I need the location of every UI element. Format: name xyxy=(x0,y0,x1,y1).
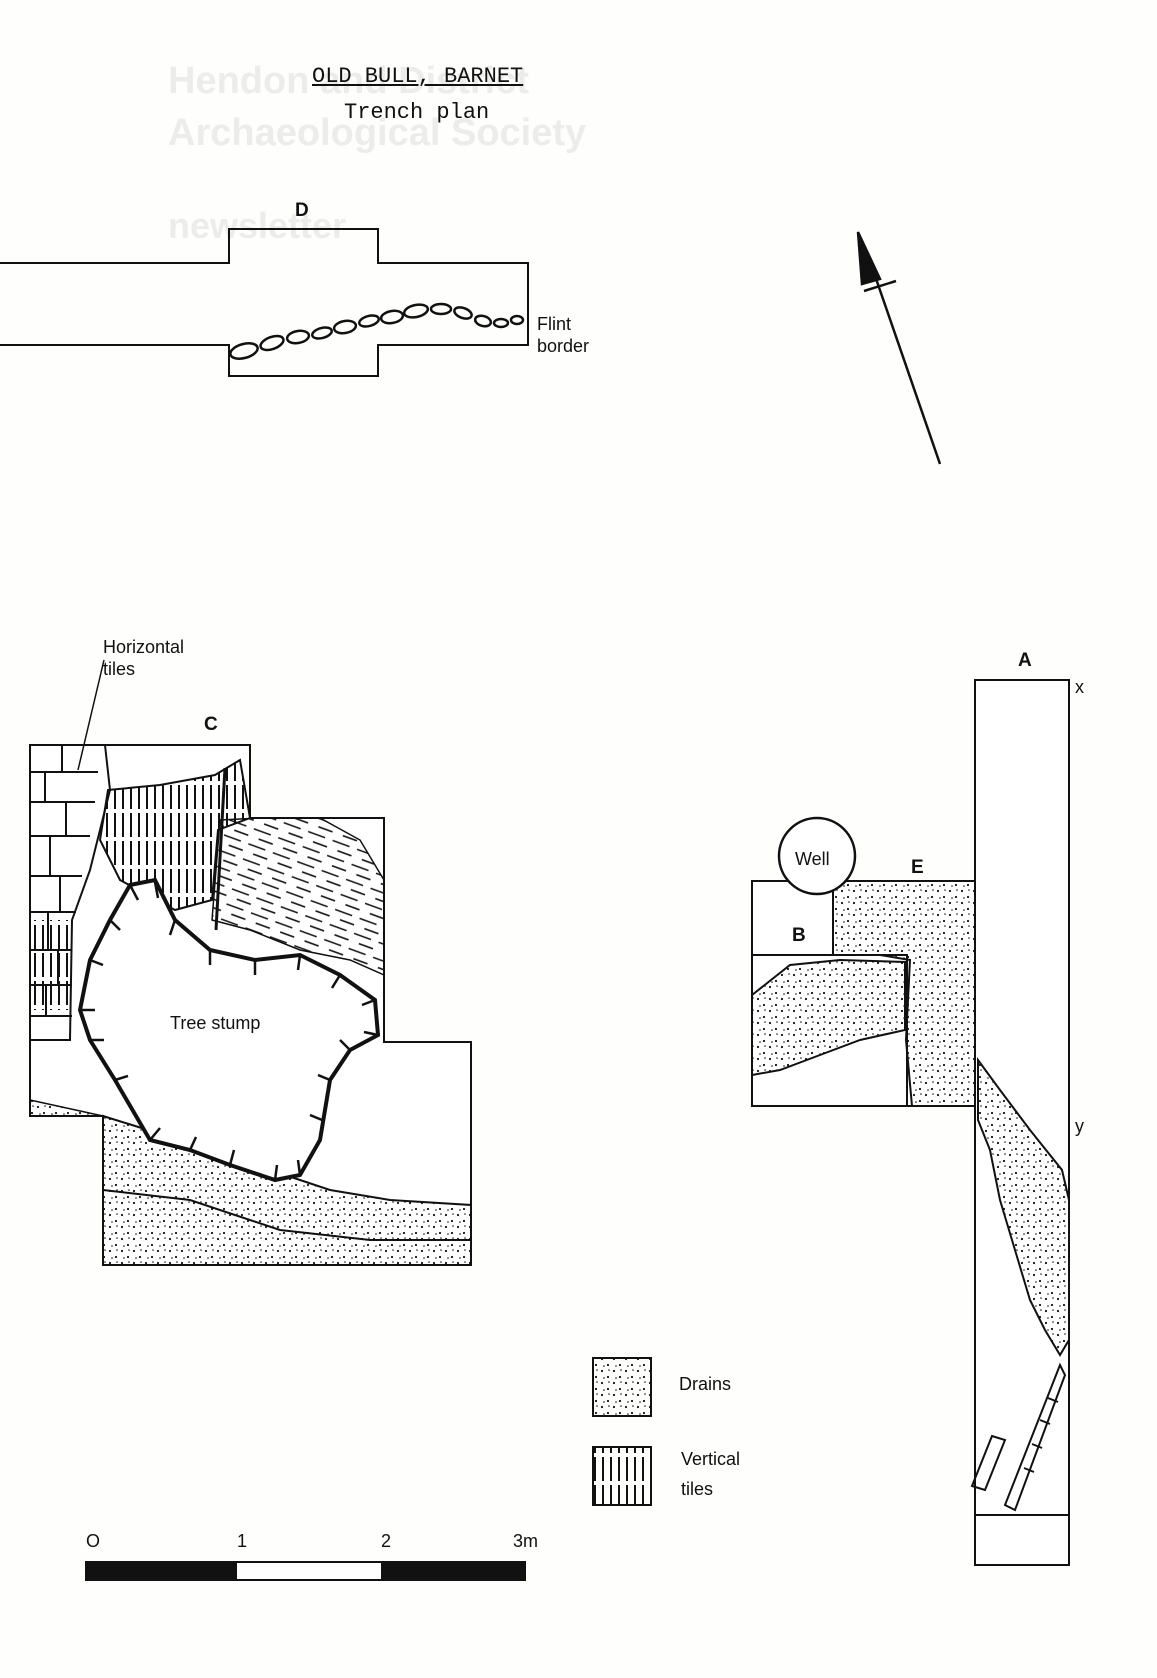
trench-d xyxy=(0,228,529,377)
trench-d-label: D xyxy=(295,200,309,221)
horizontal-tiles-label-line1: Horizontal xyxy=(103,637,185,657)
ghost-logo-line3: newsletter xyxy=(168,205,347,246)
trench-e-label: E xyxy=(911,857,924,878)
drain-a xyxy=(977,1056,1070,1357)
north-arrow-icon xyxy=(856,231,942,465)
legend-drains-label: Drains xyxy=(679,1374,732,1394)
legend-vertical-tiles-label-line1: Vertical xyxy=(681,1449,741,1469)
page-subtitle: Trench plan xyxy=(344,100,490,125)
trench-c-label: C xyxy=(204,714,218,735)
horizontal-tiles-leader xyxy=(77,659,105,771)
scale-tick-2: 2 xyxy=(381,1531,392,1551)
page-title: OLD BULL, BARNET xyxy=(312,64,524,89)
tree-stump-label: Tree stump xyxy=(170,1013,261,1033)
ghost-logo-line1: Hendon and District xyxy=(168,60,530,102)
well-label: Well xyxy=(795,849,830,869)
legend-drains-swatch xyxy=(592,1357,652,1417)
tree-stump-outline xyxy=(77,877,381,1183)
flint-border-label-line2: border xyxy=(537,336,590,356)
drain-c-strip-left xyxy=(29,1099,104,1117)
tree-stump-roots xyxy=(80,881,379,1181)
vertical-tiles-strip xyxy=(30,920,72,1010)
trench-b-label: B xyxy=(792,925,806,946)
y-marker-label: y xyxy=(1075,1116,1084,1136)
vertical-tiles-area xyxy=(98,758,252,912)
trench-a-tiles xyxy=(970,1362,1069,1516)
horizontal-tiles-label-line2: tiles xyxy=(103,659,136,679)
legend-vertical-tiles-label-line2: tiles xyxy=(681,1479,714,1499)
ghost-logo-line2: Archaeological Society xyxy=(168,112,587,154)
trench-a-label: A xyxy=(1018,650,1032,671)
well-outline xyxy=(777,816,857,896)
scale-tick-3m: 3m xyxy=(513,1531,539,1551)
scale-tick-0: O xyxy=(86,1531,101,1551)
dashed-deposit-area xyxy=(211,817,385,977)
flint-border-stones xyxy=(229,302,525,360)
scale-tick-1: 1 xyxy=(237,1531,248,1551)
x-marker-label: x xyxy=(1075,677,1084,697)
legend-vertical-tiles-swatch xyxy=(592,1446,652,1506)
flint-border-label-line1: Flint xyxy=(537,314,572,334)
drain-c-lower-edge xyxy=(102,1189,471,1241)
drain-b xyxy=(751,958,906,1077)
scale-bar xyxy=(85,1561,526,1581)
